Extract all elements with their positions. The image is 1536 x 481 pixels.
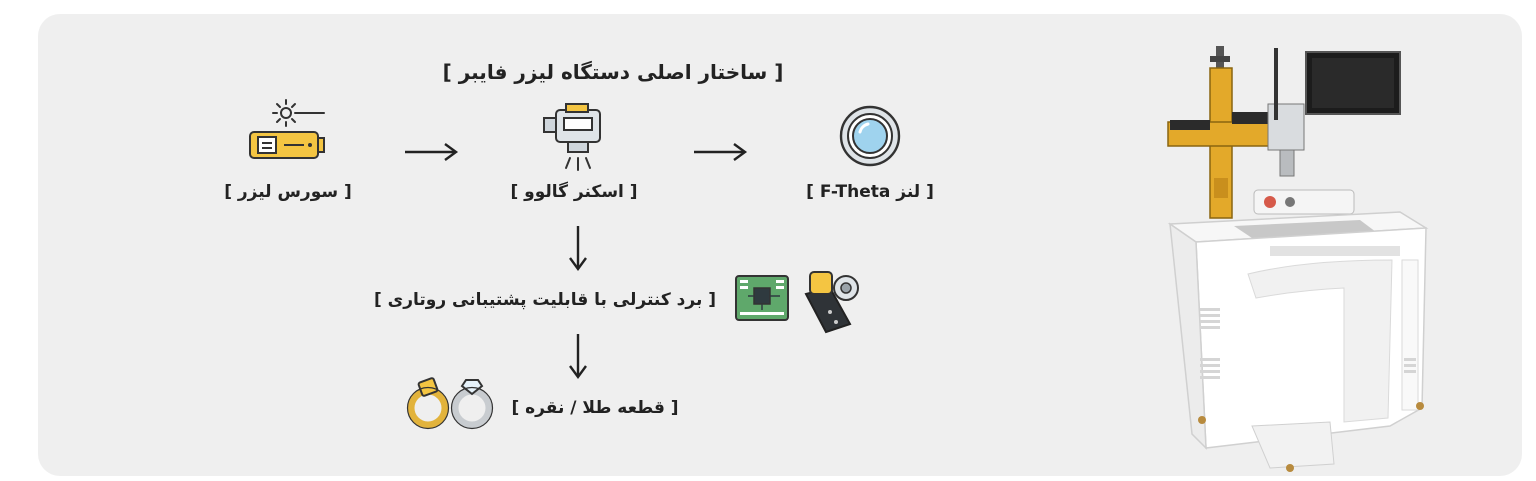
fiber-laser-machine-image [1130,28,1430,474]
node-galvo-scanner: [ اسکنر گالوو ] [510,182,638,202]
node-control-board: [ برد کنترلی با قابلیت پشتیبانی روتاری ] [373,290,717,310]
node-f-theta-lens: [ لنز F-Theta ] [806,182,934,202]
arrow-right-2 [692,142,748,162]
node-laser-source: [ سورس لیزر ] [224,182,352,202]
galvo-scanner-icon [540,100,606,172]
rings-icon [404,376,498,430]
diagram-panel: [ ساختار اصلی دستگاه لیزر فایبر ] [ سورس… [38,14,1522,476]
arrow-down-1 [568,224,588,272]
arrow-right-1 [403,142,459,162]
rotary-attachment-icon [800,266,870,338]
node-workpiece: [ قطعه طلا / نقره ] [511,398,679,418]
laser-source-icon [246,98,326,168]
lens-icon [838,104,902,168]
arrow-down-2 [568,332,588,380]
circuit-board-icon [734,274,790,322]
diagram-title: [ ساختار اصلی دستگاه لیزر فایبر ] [442,60,784,84]
